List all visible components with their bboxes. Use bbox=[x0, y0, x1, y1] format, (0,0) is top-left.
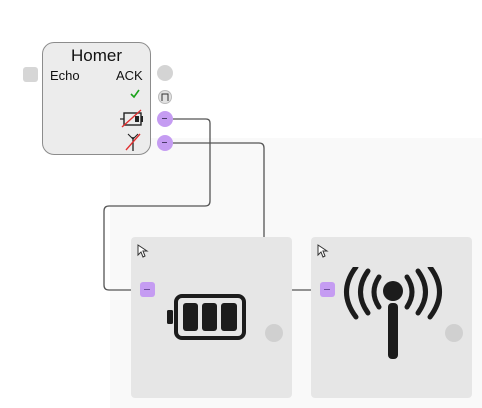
battery-low-icon bbox=[120, 109, 143, 128]
echo-input-port[interactable] bbox=[23, 67, 38, 82]
pointer-icon[interactable] bbox=[317, 244, 329, 258]
battery-output-port[interactable] bbox=[265, 324, 283, 342]
battery-input-port[interactable] bbox=[140, 282, 155, 297]
no-signal-output-port[interactable] bbox=[157, 135, 173, 151]
ack-output-port[interactable] bbox=[157, 65, 173, 81]
ack-label: ACK bbox=[116, 68, 143, 83]
battery-full-icon bbox=[167, 294, 246, 340]
node-title: Homer bbox=[70, 46, 122, 65]
pulse-output-port[interactable] bbox=[158, 90, 172, 104]
antenna-tile[interactable] bbox=[311, 237, 472, 398]
homer-node[interactable]: Homer Echo ACK bbox=[42, 42, 151, 155]
check-icon bbox=[130, 89, 140, 99]
antenna-signal-icon bbox=[344, 267, 442, 359]
pointer-icon[interactable] bbox=[137, 244, 149, 258]
antenna-input-port[interactable] bbox=[320, 282, 335, 297]
no-signal-icon bbox=[125, 133, 141, 151]
battery-low-output-port[interactable] bbox=[157, 111, 173, 127]
battery-tile[interactable] bbox=[131, 237, 292, 398]
pulse-icon bbox=[161, 93, 169, 101]
antenna-output-port[interactable] bbox=[445, 324, 463, 342]
echo-label: Echo bbox=[50, 68, 80, 83]
wire-battery bbox=[103, 118, 211, 291]
